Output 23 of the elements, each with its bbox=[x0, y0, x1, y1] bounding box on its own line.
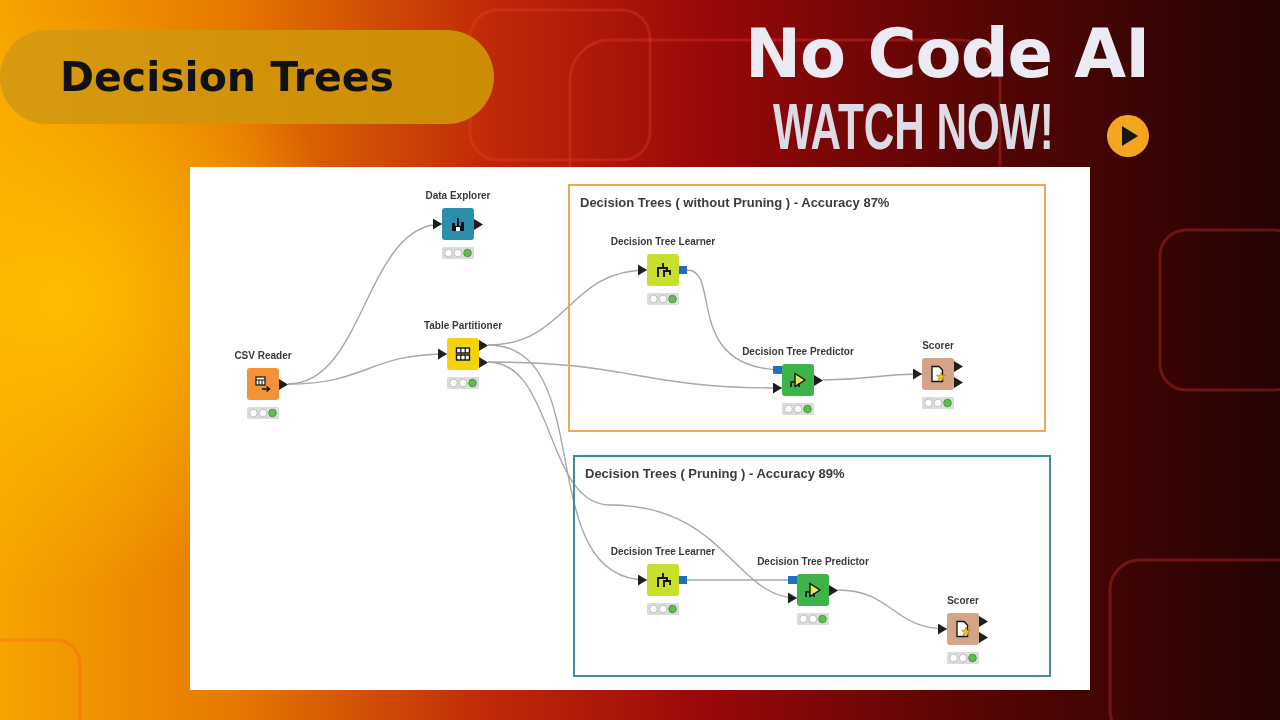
connector bbox=[837, 589, 948, 634]
node-label: Scorer bbox=[922, 340, 954, 352]
node-label: Data Explorer bbox=[425, 190, 491, 202]
connector bbox=[487, 344, 648, 584]
connector bbox=[686, 576, 798, 584]
node-label: Decision Tree Learner bbox=[610, 236, 716, 248]
connector bbox=[287, 348, 448, 385]
group-title: Decision Trees ( Pruning ) - Accuracy 89% bbox=[585, 466, 845, 482]
group-frame bbox=[568, 184, 1046, 432]
group-title: Decision Trees ( without Pruning ) - Accuracy 87% bbox=[580, 195, 890, 211]
node-label: Scorer bbox=[947, 595, 979, 607]
node-label: Decision Tree Predictor bbox=[742, 346, 854, 358]
connector bbox=[487, 361, 798, 603]
connector bbox=[822, 368, 923, 381]
node-label: Decision Tree Learner bbox=[610, 546, 716, 558]
title-banner: Decision Trees bbox=[0, 30, 494, 124]
connector bbox=[686, 269, 783, 374]
call-to-action-text: WATCH NOW! bbox=[773, 94, 1054, 160]
group-frame bbox=[573, 455, 1051, 677]
node-label: Decision Tree Predictor bbox=[757, 556, 869, 568]
headline-text: No Code AI bbox=[745, 16, 1150, 92]
node-label: CSV Reader bbox=[234, 350, 292, 362]
node-label: Table Partitioner bbox=[423, 320, 503, 332]
